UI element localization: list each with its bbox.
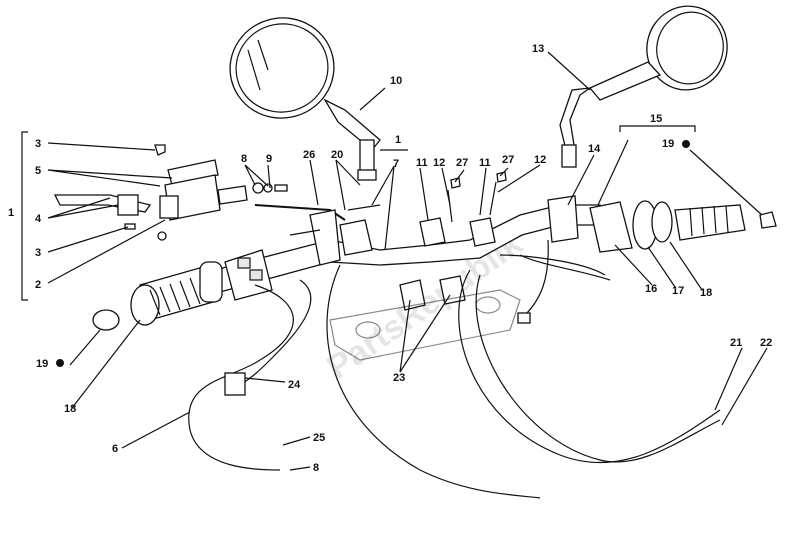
bolts [289,171,507,236]
callout-1-top: 1 [395,134,401,146]
leader-lines [47,51,768,471]
callout-13: 13 [532,43,544,55]
callout-8-top: 8 [241,153,247,165]
callout-21: 21 [730,337,742,349]
dot-marker-right [682,140,690,148]
callout-24: 24 [288,379,301,391]
cables [188,239,721,499]
callout-23: 23 [393,372,405,384]
callout-1-left: 1 [8,207,14,219]
callout-18-left: 18 [64,403,76,415]
callout-27-right: 27 [502,154,514,166]
callout-18-right: 18 [700,287,712,299]
left-mirror [229,17,381,181]
callout-3-bottom: 3 [35,247,41,259]
bracket-lines [21,125,696,301]
left-grip [92,261,223,331]
handlebar-tube [214,204,601,293]
callout-6: 6 [112,443,118,455]
callout-22: 22 [760,337,772,349]
callout-14: 14 [588,143,601,155]
callout-8-bottom: 8 [313,462,319,474]
callout-25: 25 [313,432,325,444]
callout-20: 20 [331,149,343,161]
callout-19-right: 19 [662,138,674,150]
callout-11-right: 11 [479,157,491,169]
dot-marker-left [56,359,64,367]
brake-hose [252,182,346,221]
right-grip [589,200,777,253]
callout-16: 16 [645,283,657,295]
callout-19-left: 19 [36,358,48,370]
callout-12-left: 12 [433,157,445,169]
callout-12-right: 12 [534,154,546,166]
callout-4: 4 [35,213,42,225]
right-mirror [559,5,728,168]
callout-17: 17 [672,285,684,297]
callout-5: 5 [35,165,41,177]
callout-3-top: 3 [35,138,41,150]
callout-9: 9 [266,153,272,165]
master-cylinder [53,144,248,241]
callout-27-left: 27 [456,157,468,169]
callout-7: 7 [393,158,399,170]
callout-10: 10 [390,75,402,87]
callout-labels: 1 1 2 3 3 4 5 6 7 8 8 9 10 11 11 12 12 1… [8,43,772,474]
callout-26: 26 [303,149,315,161]
callout-11-left: 11 [416,157,428,169]
center-clamps [309,195,579,311]
callout-2: 2 [35,279,41,291]
callout-15: 15 [650,113,662,125]
